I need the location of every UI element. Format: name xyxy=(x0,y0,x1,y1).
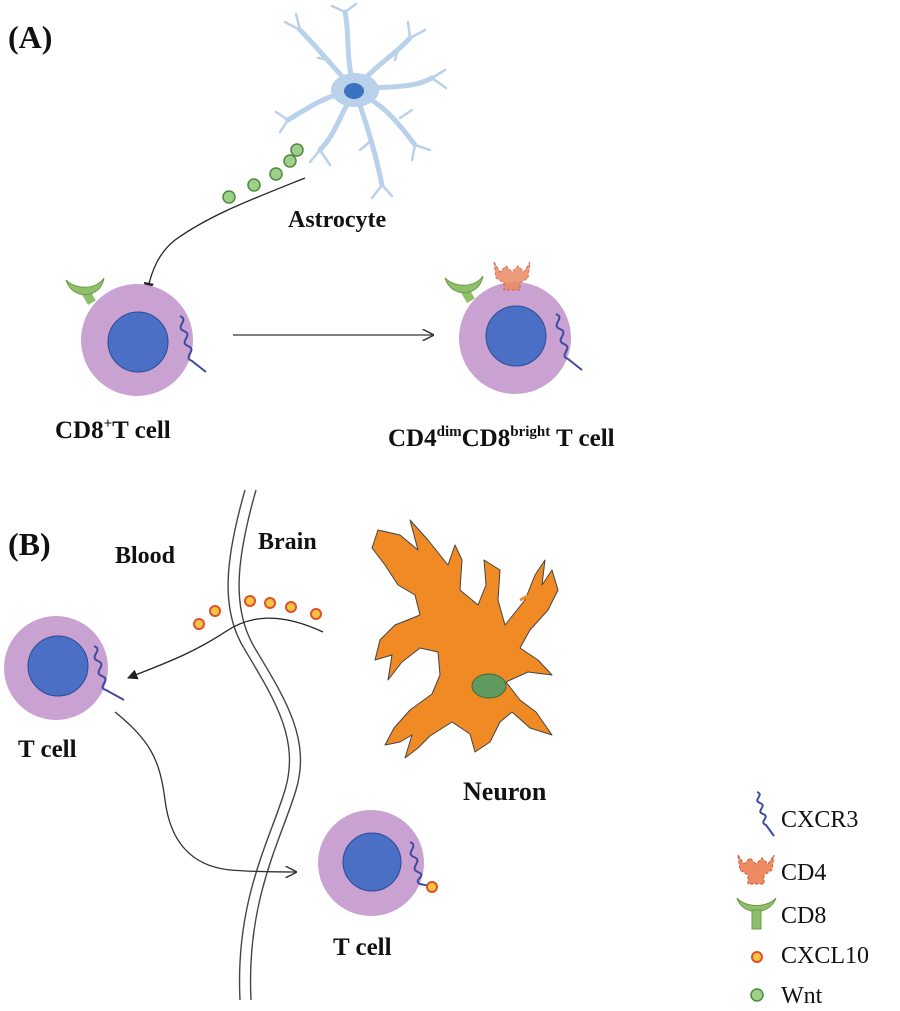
cd8-receptor xyxy=(65,277,105,306)
wnt-icon xyxy=(750,988,764,1002)
blood-label: Blood xyxy=(115,543,176,569)
legend-label: CD8 xyxy=(781,903,826,929)
cxcl10-arrow xyxy=(127,617,324,680)
legend-item-cxcl10: CXCL10 xyxy=(751,943,869,969)
legend-label: CD4 xyxy=(781,860,826,886)
cxcr3-receptor xyxy=(555,313,583,371)
legend-label: CXCR3 xyxy=(781,807,858,833)
cxcr3-receptor xyxy=(409,841,431,887)
cd4-receptor xyxy=(493,261,531,291)
astrocyte-label: Astrocyte xyxy=(288,207,387,233)
cxcr3-receptor xyxy=(179,315,207,373)
blood-brain-barrier xyxy=(227,489,302,1001)
cd8-icon xyxy=(736,897,777,930)
legend-label: Wnt xyxy=(781,983,823,1009)
neuron-label: Neuron xyxy=(463,777,547,806)
cd4dim-cd8bright-t-cell xyxy=(444,261,583,394)
t-cell-brain xyxy=(318,810,438,916)
cd8-cell-label: CD8+T cell xyxy=(55,416,171,444)
t-cell-brain-label: T cell xyxy=(333,934,392,961)
legend-item-cd4: CD4 xyxy=(737,854,826,886)
t-cell-blood-label: T cell xyxy=(18,736,77,763)
t-cell-blood xyxy=(4,616,125,720)
cxcl10-molecules xyxy=(193,595,322,630)
neuron-icon xyxy=(371,519,559,759)
astrocyte-nucleus xyxy=(344,83,364,99)
legend: CXCR3 CD4 CD8 CXCL10 Wnt xyxy=(736,791,869,1009)
bound-cxcl10 xyxy=(426,881,438,893)
legend-label: CXCL10 xyxy=(781,943,869,969)
legend-item-cd8: CD8 xyxy=(736,897,826,930)
cxcr3-icon xyxy=(756,791,775,837)
migration-arrow xyxy=(114,711,296,872)
panel-b-label: (B) xyxy=(8,526,51,562)
cd8-t-cell xyxy=(65,277,207,396)
cxcl10-icon xyxy=(751,951,763,963)
brain-label: Brain xyxy=(258,529,317,555)
legend-item-cxcr3: CXCR3 xyxy=(756,791,858,837)
cd4-icon xyxy=(737,854,775,885)
legend-item-wnt: Wnt xyxy=(750,983,823,1009)
panel-a-label: (A) xyxy=(8,19,52,55)
wnt-molecules xyxy=(222,143,304,204)
neuron-nucleus xyxy=(471,673,507,699)
wnt-arrow xyxy=(143,177,306,294)
cxcr3-receptor xyxy=(93,645,125,701)
cd8-receptor xyxy=(444,275,484,304)
cd4dim-cd8bright-label: CD4dimCD8bright T cell xyxy=(388,424,615,452)
